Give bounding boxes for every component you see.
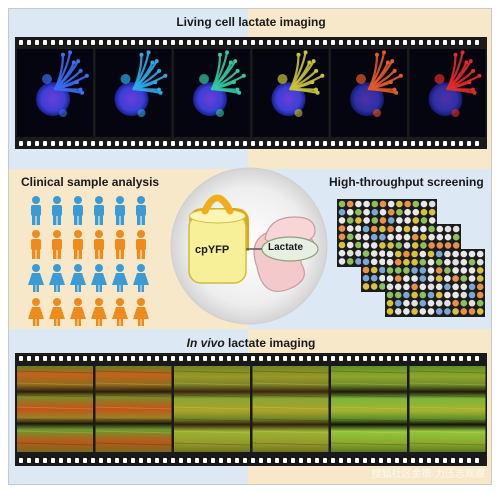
film-strip-icon — [15, 37, 487, 149]
watermark: 搜狐社区金德·力压志观察 — [371, 469, 485, 480]
person-icon — [70, 298, 86, 326]
figure-graphics — [15, 37, 487, 466]
tissue-frame — [252, 366, 329, 452]
person-icon — [28, 264, 44, 292]
cpyfp-label: cpYFP — [195, 244, 230, 256]
person-icon — [112, 298, 128, 326]
well-plate-icon — [337, 199, 485, 317]
person-icon — [94, 196, 104, 225]
in-vivo-title: In vivo lactate imaging — [9, 336, 491, 350]
cell-frame — [174, 49, 250, 137]
person-icon — [133, 298, 149, 326]
person-icon — [73, 196, 83, 225]
sensor-icon — [170, 167, 328, 325]
person-icon — [91, 298, 107, 326]
person-icon — [94, 230, 104, 259]
tissue-frame — [16, 366, 94, 452]
person-icon — [136, 230, 146, 259]
high-throughput-title: High-throughput screening — [329, 175, 484, 189]
living-cell-title: Living cell lactate imaging — [176, 15, 326, 29]
person-icon — [115, 196, 125, 225]
tissue-frame — [409, 366, 486, 452]
cell-image-frames — [17, 49, 486, 137]
clinical-title: Clinical sample analysis — [21, 175, 160, 189]
well-plate — [385, 249, 485, 317]
person-icon — [115, 230, 125, 259]
cell-frame — [252, 49, 329, 137]
tissue-image-frames — [16, 366, 486, 452]
person-icon — [49, 298, 65, 326]
person-icon — [52, 230, 62, 259]
cell-frame — [331, 49, 407, 137]
person-icon — [52, 196, 62, 225]
people-grid — [28, 196, 149, 326]
person-icon — [31, 196, 41, 225]
person-icon — [91, 264, 107, 292]
tissue-frame — [173, 366, 251, 452]
person-icon — [70, 264, 86, 292]
person-icon — [28, 298, 44, 326]
person-icon — [49, 264, 65, 292]
cell-frame — [95, 49, 172, 137]
cell-frame — [17, 49, 93, 137]
person-icon — [133, 264, 149, 292]
cell-frame — [409, 49, 486, 137]
figure-frame: Living cell lactate imaging Clinical sam… — [8, 8, 492, 485]
person-icon — [31, 230, 41, 259]
tissue-frame — [330, 366, 408, 452]
film-strip-icon-bottom — [15, 353, 487, 466]
person-icon — [112, 264, 128, 292]
in-vivo-italic: In vivo — [186, 336, 225, 350]
person-icon — [73, 230, 83, 259]
lactate-label: Lactate — [268, 242, 304, 253]
person-icon — [136, 196, 146, 225]
in-vivo-rest: lactate imaging — [224, 336, 316, 350]
tissue-frame — [95, 366, 172, 452]
